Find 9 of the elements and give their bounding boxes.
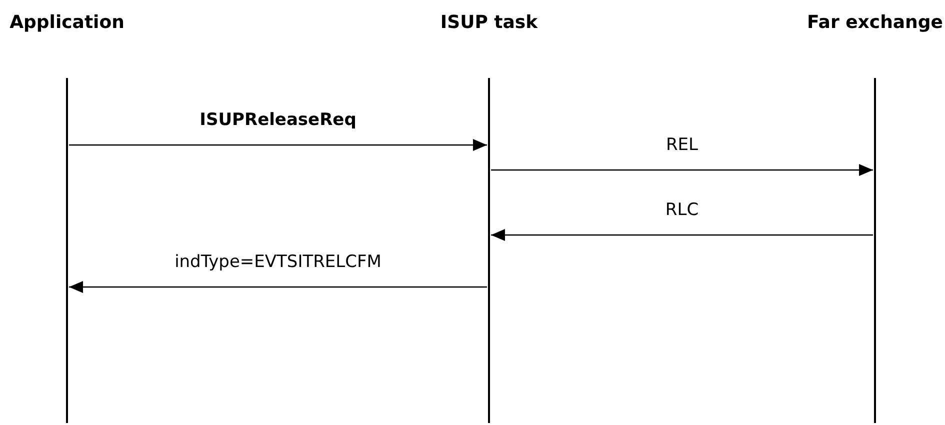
participant-label: Far exchange — [807, 12, 943, 33]
message-arrow — [69, 139, 487, 151]
message-label: indType=EVTSITRELCFM — [174, 252, 382, 272]
message-arrow — [491, 229, 873, 241]
participant-label: Application — [10, 12, 124, 33]
message-arrow — [69, 281, 487, 293]
participant-label: ISUP task — [440, 12, 538, 33]
message-label: ISUPReleaseReq — [200, 110, 356, 130]
message-arrow — [491, 164, 873, 176]
